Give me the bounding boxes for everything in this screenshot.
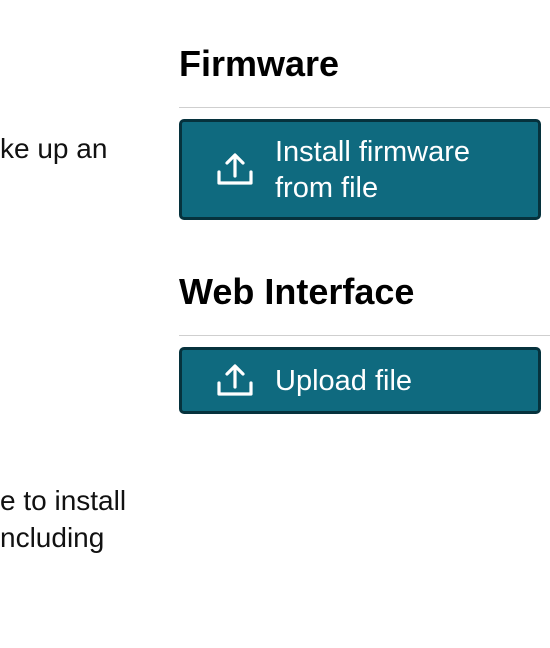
left-text-line: e to install (0, 485, 127, 516)
web-interface-divider (179, 335, 550, 336)
firmware-section: Firmware Install firmware from file (179, 44, 550, 220)
left-column-text-fragment-bottom: e to install ncluding (0, 482, 126, 556)
upload-icon (215, 150, 255, 190)
upload-file-button-label: Upload file (275, 364, 413, 397)
left-text-line: ncluding (0, 522, 105, 553)
firmware-divider (179, 107, 550, 108)
install-firmware-button-label: Install firmware from file (275, 135, 470, 204)
left-text-line: ke up an (0, 133, 108, 164)
web-interface-heading: Web Interface (179, 271, 415, 312)
web-interface-section: Web Interface Upload file (179, 272, 550, 414)
left-column-text-fragment-top: ke up an (0, 130, 107, 167)
upload-icon (215, 361, 255, 401)
firmware-heading: Firmware (179, 43, 340, 84)
install-firmware-button[interactable]: Install firmware from file (179, 119, 541, 220)
upload-file-button[interactable]: Upload file (179, 347, 541, 414)
